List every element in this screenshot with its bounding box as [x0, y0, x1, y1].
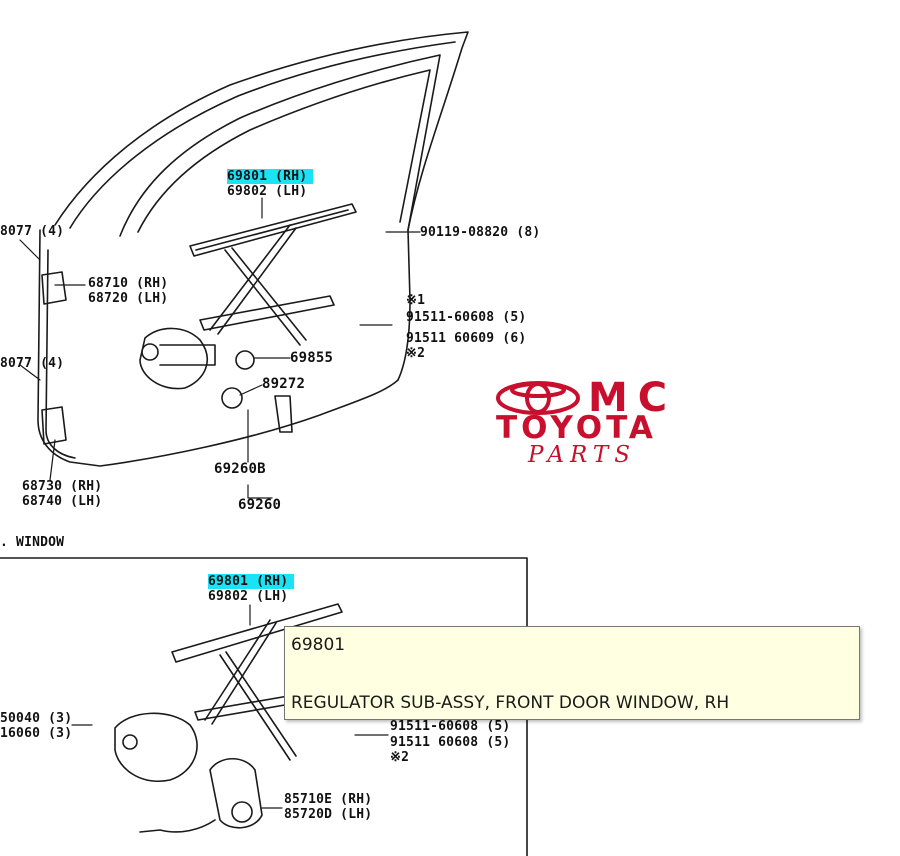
- part-label-68730-rh[interactable]: 68730 (RH): [22, 479, 103, 494]
- logo-parts-text: PARTS: [528, 442, 636, 468]
- logo-mc-text: MC: [588, 375, 678, 421]
- part-label-68740-lh[interactable]: 68740 (LH): [22, 494, 103, 509]
- door-frame: [37, 31, 469, 467]
- part-label-89272[interactable]: 89272: [262, 376, 306, 392]
- leader-lines-lower: [71, 604, 389, 809]
- part-label-68720-lh[interactable]: 68720 (LH): [88, 291, 169, 306]
- part-label-91511-b[interactable]: 91511 60609 (6): [406, 331, 527, 346]
- tooltip-part-code: 69801: [291, 635, 346, 655]
- logo-toyota-text: TOYOTA: [496, 410, 657, 446]
- section-box: [0, 557, 528, 856]
- part-label-91511-d[interactable]: 91511 60608 (5): [390, 735, 511, 750]
- part-label-68077[interactable]: 8077 (4): [0, 224, 65, 239]
- toyota-emblem-icon: [496, 381, 580, 415]
- part-label-69802-lh-lower[interactable]: 69802 (LH): [208, 589, 289, 604]
- part-label-50040[interactable]: 50040 (3): [0, 711, 73, 726]
- part-label-69801-rh-lower-highlighted[interactable]: 69801 (RH): [208, 574, 295, 589]
- section-title-window: . WINDOW: [0, 535, 65, 550]
- part-tooltip: 69801 REGULATOR SUB-ASSY, FRONT DOOR WIN…: [284, 626, 860, 720]
- part-label-16060[interactable]: 16060 (3): [0, 726, 73, 741]
- part-label-68077-b[interactable]: 8077 (4): [0, 356, 65, 371]
- part-label-85720d-lh[interactable]: 85720D (LH): [284, 807, 373, 822]
- part-label-90119[interactable]: 90119-08820 (8): [420, 225, 541, 240]
- part-label-85710e-rh[interactable]: 85710E (RH): [284, 792, 373, 807]
- lower-regulator: [114, 603, 343, 833]
- leader-lines-upper: [19, 197, 421, 499]
- note-mark-1: ※1: [406, 293, 426, 308]
- part-label-69260[interactable]: 69260: [238, 497, 282, 513]
- note-mark-2-lower: ※2: [390, 750, 410, 765]
- part-label-69260b[interactable]: 69260B: [214, 461, 266, 477]
- hinges: [41, 271, 67, 445]
- part-label-69802-lh[interactable]: 69802 (LH): [227, 184, 308, 199]
- part-label-69801-rh-highlighted[interactable]: 69801 (RH): [227, 169, 314, 184]
- tooltip-part-description: REGULATOR SUB-ASSY, FRONT DOOR WINDOW, R…: [291, 693, 730, 713]
- part-label-91511-c[interactable]: 91511-60608 (5): [390, 719, 511, 734]
- part-label-91511-a[interactable]: 91511-60608 (5): [406, 310, 527, 325]
- part-label-68710-rh[interactable]: 68710 (RH): [88, 276, 169, 291]
- part-label-69855[interactable]: 69855: [290, 350, 334, 366]
- note-mark-2: ※2: [406, 346, 426, 361]
- upper-regulator: [139, 203, 357, 433]
